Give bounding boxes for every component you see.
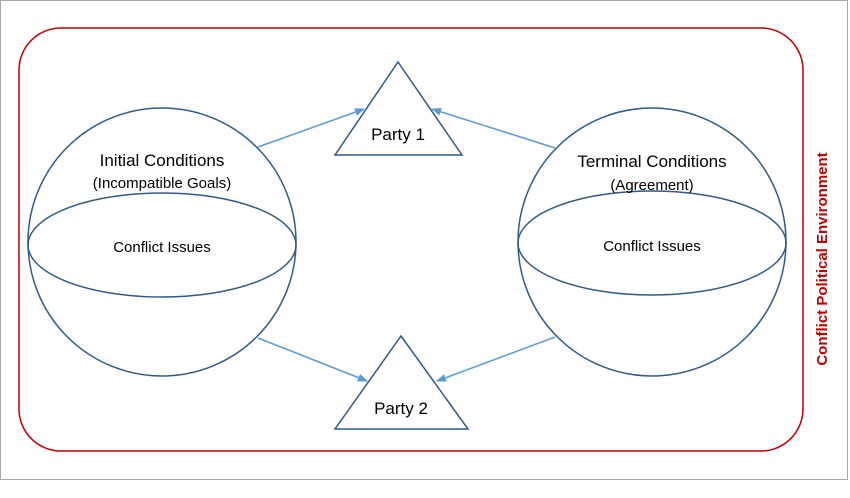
party-1-triangle [333, 60, 464, 156]
terminal-conditions-sphere: Terminal Conditions (Agreement) Conflict… [517, 107, 787, 377]
arrow-initial-to-party-1 [257, 108, 365, 148]
terminal-conditions-subtitle: (Agreement) [610, 177, 693, 194]
party-2-node: Party 2 [333, 334, 470, 430]
environment-boundary [18, 27, 804, 452]
diagram-canvas: Initial Conditions (Incompatible Goals) … [0, 0, 848, 480]
diagram-svg: Initial Conditions (Incompatible Goals) … [18, 27, 831, 452]
arrow-terminal-to-party-2 [436, 336, 556, 382]
terminal-conditions-title: Terminal Conditions [577, 152, 726, 171]
party-1-node: Party 1 [333, 60, 464, 156]
arrow-terminal-to-party-1 [431, 107, 556, 149]
party-2-triangle [333, 334, 470, 430]
party-1-label: Party 1 [371, 125, 425, 144]
initial-conditions-subtitle: (Incompatible Goals) [93, 175, 231, 192]
environment-label: Conflict Political Environment [814, 152, 831, 365]
party-2-label: Party 2 [374, 399, 428, 418]
arrow-initial-to-party-2 [257, 337, 368, 382]
initial-conflict-issues-label: Conflict Issues [113, 239, 211, 256]
initial-conditions-sphere: Initial Conditions (Incompatible Goals) … [27, 107, 297, 377]
terminal-conflict-issues-label: Conflict Issues [603, 238, 701, 255]
initial-conditions-title: Initial Conditions [100, 151, 225, 170]
terminal-sphere-equator [517, 190, 787, 296]
initial-sphere-equator [27, 192, 297, 298]
